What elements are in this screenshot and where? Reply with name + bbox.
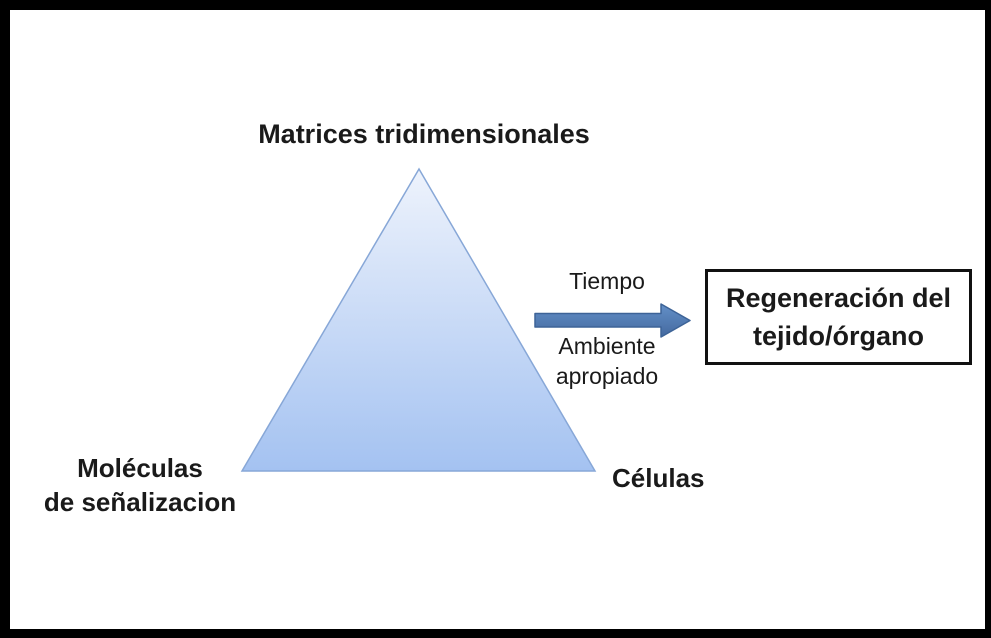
right-arrow-icon — [534, 303, 691, 338]
arrow-label-below: Ambiente apropiado — [517, 331, 697, 391]
arrow-label-below-line2: apropiado — [555, 363, 659, 389]
arrow-label-below-line1: Ambiente — [558, 333, 656, 359]
triangle-polygon — [240, 167, 597, 472]
triangle-shape — [240, 167, 597, 472]
arrow-label-above: Tiempo — [569, 268, 645, 294]
triangle-bottom-left-label-line2: de señalizacion — [43, 487, 237, 517]
right-arrow-polygon — [534, 303, 691, 338]
result-box-line2: tejido/órgano — [753, 321, 924, 351]
result-box-line1: Regeneración del — [725, 283, 952, 313]
result-box: Regeneración del tejido/órgano — [705, 269, 972, 365]
triangle-bottom-left-label-line1: Moléculas — [77, 453, 203, 483]
triangle-bottom-left-label: Moléculas de señalizacion — [20, 451, 260, 519]
triangle-top-label: Matrices tridimensionales — [258, 119, 590, 149]
triangle-bottom-right-label: Células — [612, 463, 705, 493]
